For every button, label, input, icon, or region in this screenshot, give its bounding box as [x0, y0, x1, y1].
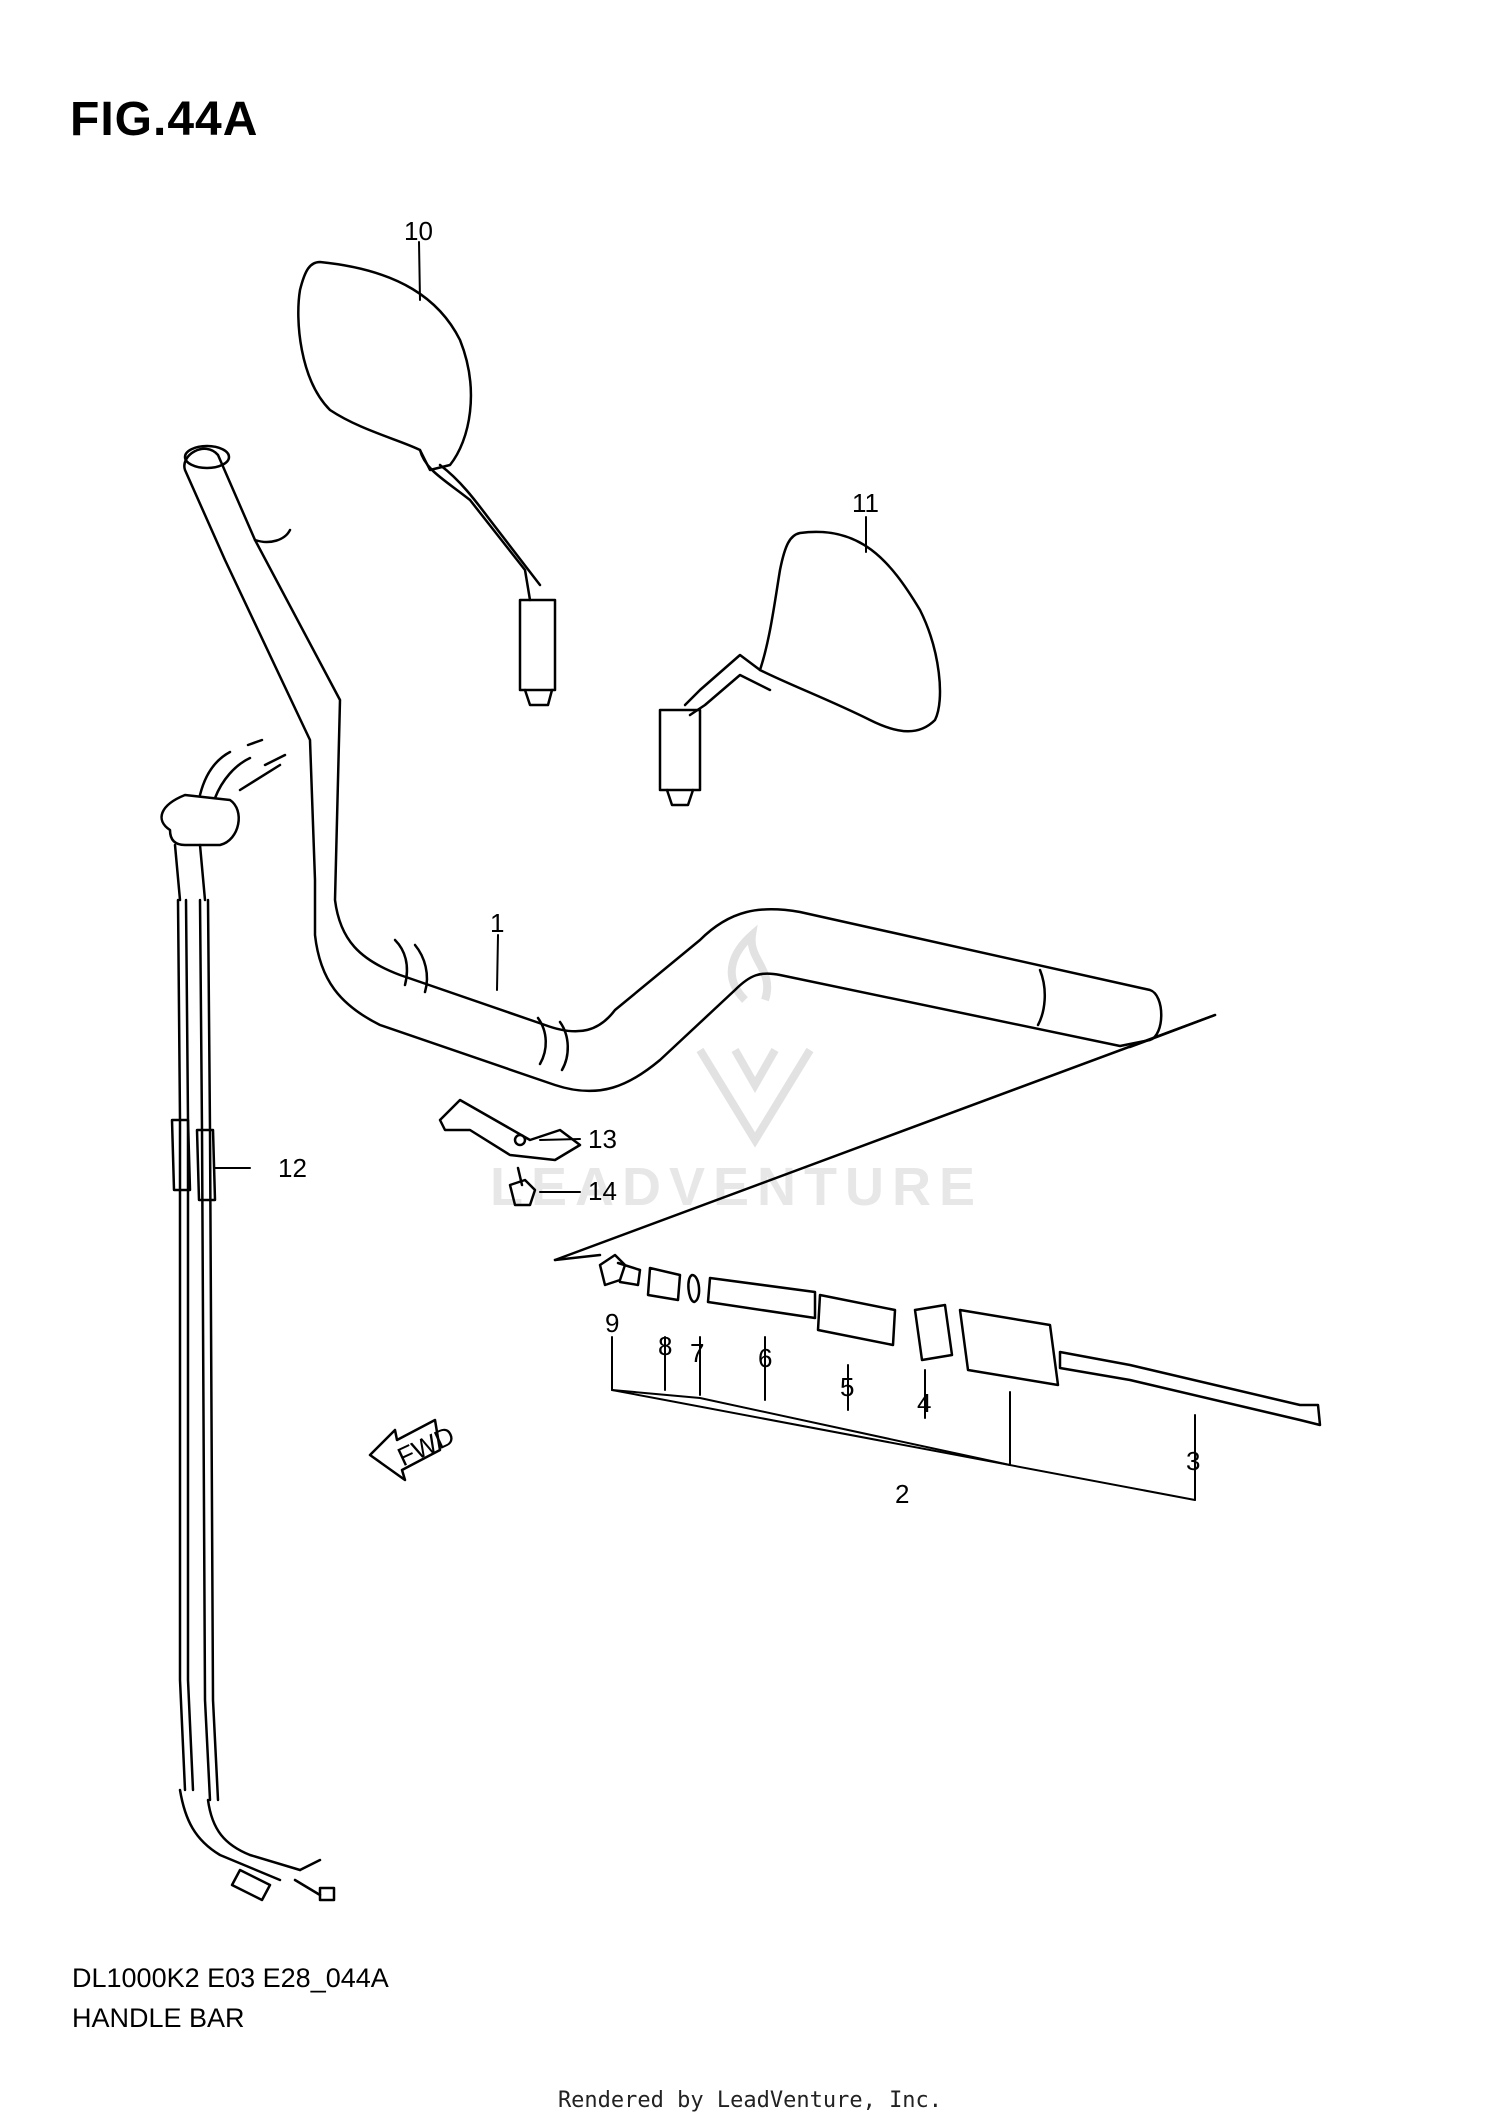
callout-13[interactable]: 13: [588, 1124, 617, 1154]
callout-9[interactable]: 9: [605, 1308, 619, 1338]
exploded-guide-line-bottom: [553, 1013, 1217, 1262]
clamp[interactable]: [438, 1098, 582, 1162]
part-4[interactable]: [913, 1303, 954, 1362]
leadventure-watermark: LEADVENTURE: [490, 924, 983, 1217]
callout-12[interactable]: 12: [278, 1153, 307, 1183]
part-balancer-weight[interactable]: [958, 1308, 1060, 1387]
part-7[interactable]: [687, 1273, 701, 1304]
watermark-logo-icon: [696, 924, 814, 1148]
callout-5[interactable]: 5: [840, 1372, 854, 1402]
fwd-arrow-label: FWD: [393, 1420, 459, 1472]
mirror-left[interactable]: [297, 260, 557, 707]
balancer-assembly[interactable]: [598, 1253, 1322, 1427]
diagram-name: HANDLE BAR: [72, 2003, 245, 2033]
handlebar[interactable]: [183, 444, 1163, 1093]
rendered-by-credit: Rendered by LeadVenture, Inc.: [557, 2088, 943, 2113]
callout-1[interactable]: 1: [490, 908, 504, 938]
callout-8[interactable]: 8: [658, 1331, 672, 1361]
part-8[interactable]: [646, 1266, 682, 1302]
figure-title: FIG.44A: [70, 93, 259, 146]
callout-2[interactable]: 2: [895, 1479, 909, 1509]
exploded-guide-line-left: [553, 1253, 602, 1262]
part-6[interactable]: [706, 1276, 817, 1320]
leader-lines: [214, 241, 1196, 1501]
throttle-cable[interactable]: [160, 738, 336, 1902]
mirror-right[interactable]: [658, 530, 942, 807]
part-5[interactable]: [816, 1293, 897, 1347]
watermark-text: LEADVENTURE: [490, 1157, 983, 1217]
fwd-arrow-icon: [368, 1418, 442, 1482]
part-3[interactable]: [1058, 1350, 1322, 1427]
part-9[interactable]: [598, 1253, 642, 1287]
callout-3[interactable]: 3: [1186, 1446, 1200, 1476]
callout-4[interactable]: 4: [917, 1388, 931, 1418]
callout-6[interactable]: 6: [758, 1343, 772, 1373]
bolt[interactable]: [508, 1166, 537, 1207]
callout-10[interactable]: 10: [404, 216, 433, 246]
callout-14[interactable]: 14: [588, 1176, 617, 1206]
callout-7[interactable]: 7: [690, 1338, 704, 1368]
callout-11[interactable]: 11: [852, 488, 879, 518]
diagram-code: DL1000K2 E03 E28_044A: [72, 1963, 389, 1993]
